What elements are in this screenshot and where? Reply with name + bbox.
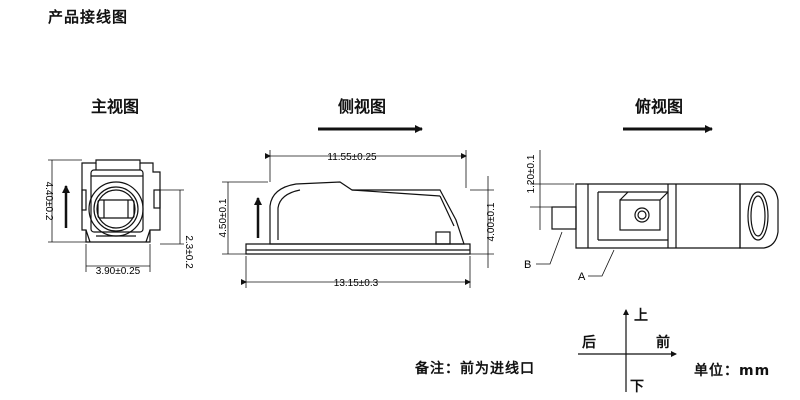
page-title: 产品接线图 [48,8,129,26]
side-left-height-dim: 4.50±0.1 [218,198,229,237]
note-text: 备注：前为进线口 [415,361,535,377]
callout-a-leader [588,249,615,277]
top-dimension-lines [530,150,574,230]
top-view-title: 俯视图 [635,97,684,116]
front-dimension-lines [48,159,184,272]
direction-front-label: 前 [656,335,670,351]
side-view-title: 侧视图 [338,97,387,116]
direction-back-label: 后 [582,335,596,351]
side-bottom-length-dim: 13.15±0.3 [334,278,379,289]
callout-b-leader [536,231,563,265]
top-view [551,183,779,249]
front-view-title: 主视图 [91,97,140,116]
callout-b: B [524,259,531,271]
top-offset-dim: 1.20±0.1 [526,154,537,193]
front-view [81,159,161,243]
front-right-dim: 2.3±0.2 [183,235,194,269]
unit-text: 单位：mm [694,363,771,379]
direction-cross [578,309,677,392]
direction-up-label: 上 [634,308,648,324]
side-top-length-dim: 11.55±0.25 [327,152,377,163]
front-width-dim: 3.90±0.25 [96,266,141,277]
callout-a: A [578,271,586,283]
side-dimension-lines [222,150,494,288]
side-right-height-dim: 4.00±0.1 [486,202,497,241]
direction-down-label: 下 [630,379,644,395]
front-height-dim: 4.40±0.2 [43,182,54,221]
side-view [245,181,471,255]
